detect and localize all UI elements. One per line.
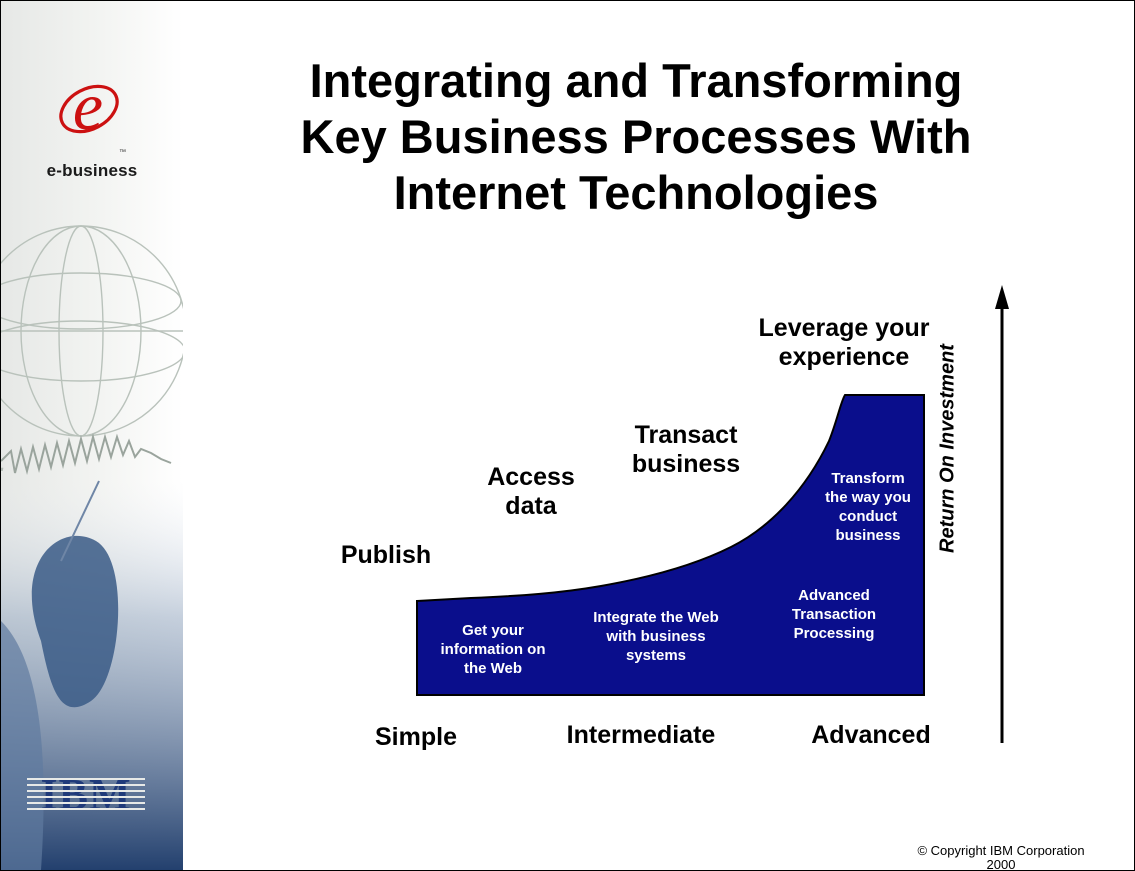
inner-integrate-web: Integrate the Web with business systems: [593, 609, 719, 664]
inner-advanced-transaction: Advanced Transaction Processing: [791, 587, 877, 642]
stage-publish: Publish: [340, 541, 432, 569]
title-line: Internet Technologies: [393, 166, 879, 219]
stage-line: Leverage your: [758, 314, 930, 342]
level-advanced: Advanced: [811, 721, 931, 749]
title-line: Integrating and Transforming: [309, 54, 963, 107]
stage-transact-business: Transact business: [606, 421, 766, 479]
e-logo-icon: e: [59, 71, 119, 141]
hand-graphic: [1, 621, 44, 870]
roi-axis-arrowhead: [995, 285, 1009, 309]
inner-transform-business: Transform the way you conduct business: [825, 470, 911, 544]
mouse-icon: [31, 535, 119, 708]
e-business-caption: e-business: [46, 161, 138, 180]
title-line: Key Business Processes With: [300, 110, 972, 163]
stage-line: Access: [487, 463, 575, 491]
roi-label-text: Return On Investment: [936, 344, 959, 553]
stage-line: Transact: [634, 421, 738, 449]
inner-get-information: Get your information on the Web: [440, 622, 546, 677]
svg-text:.: .: [1, 445, 11, 478]
stage-leverage-experience: Leverage your experience: [719, 314, 969, 372]
roi-curve-area: [416, 394, 925, 696]
level-simple: Simple: [375, 723, 457, 751]
copyright-notice: © Copyright IBM Corporation 2000: [917, 843, 1085, 871]
stage-line: data: [505, 492, 557, 520]
globe-mouse-illustration: .: [1, 225, 183, 870]
ibm-logo-icon: IBM: [27, 771, 145, 815]
waveform-graphic: [1, 433, 172, 475]
level-intermediate: Intermediate: [566, 721, 716, 749]
sidebar-band: . e ™ e-business IBM: [1, 1, 183, 870]
stage-access-data: Access data: [471, 463, 591, 521]
slide-title: Integrating and Transforming Key Busines…: [211, 53, 1061, 221]
stage-line: experience: [778, 343, 910, 371]
stage-line: business: [631, 450, 741, 478]
trademark-mark: ™: [119, 149, 126, 156]
